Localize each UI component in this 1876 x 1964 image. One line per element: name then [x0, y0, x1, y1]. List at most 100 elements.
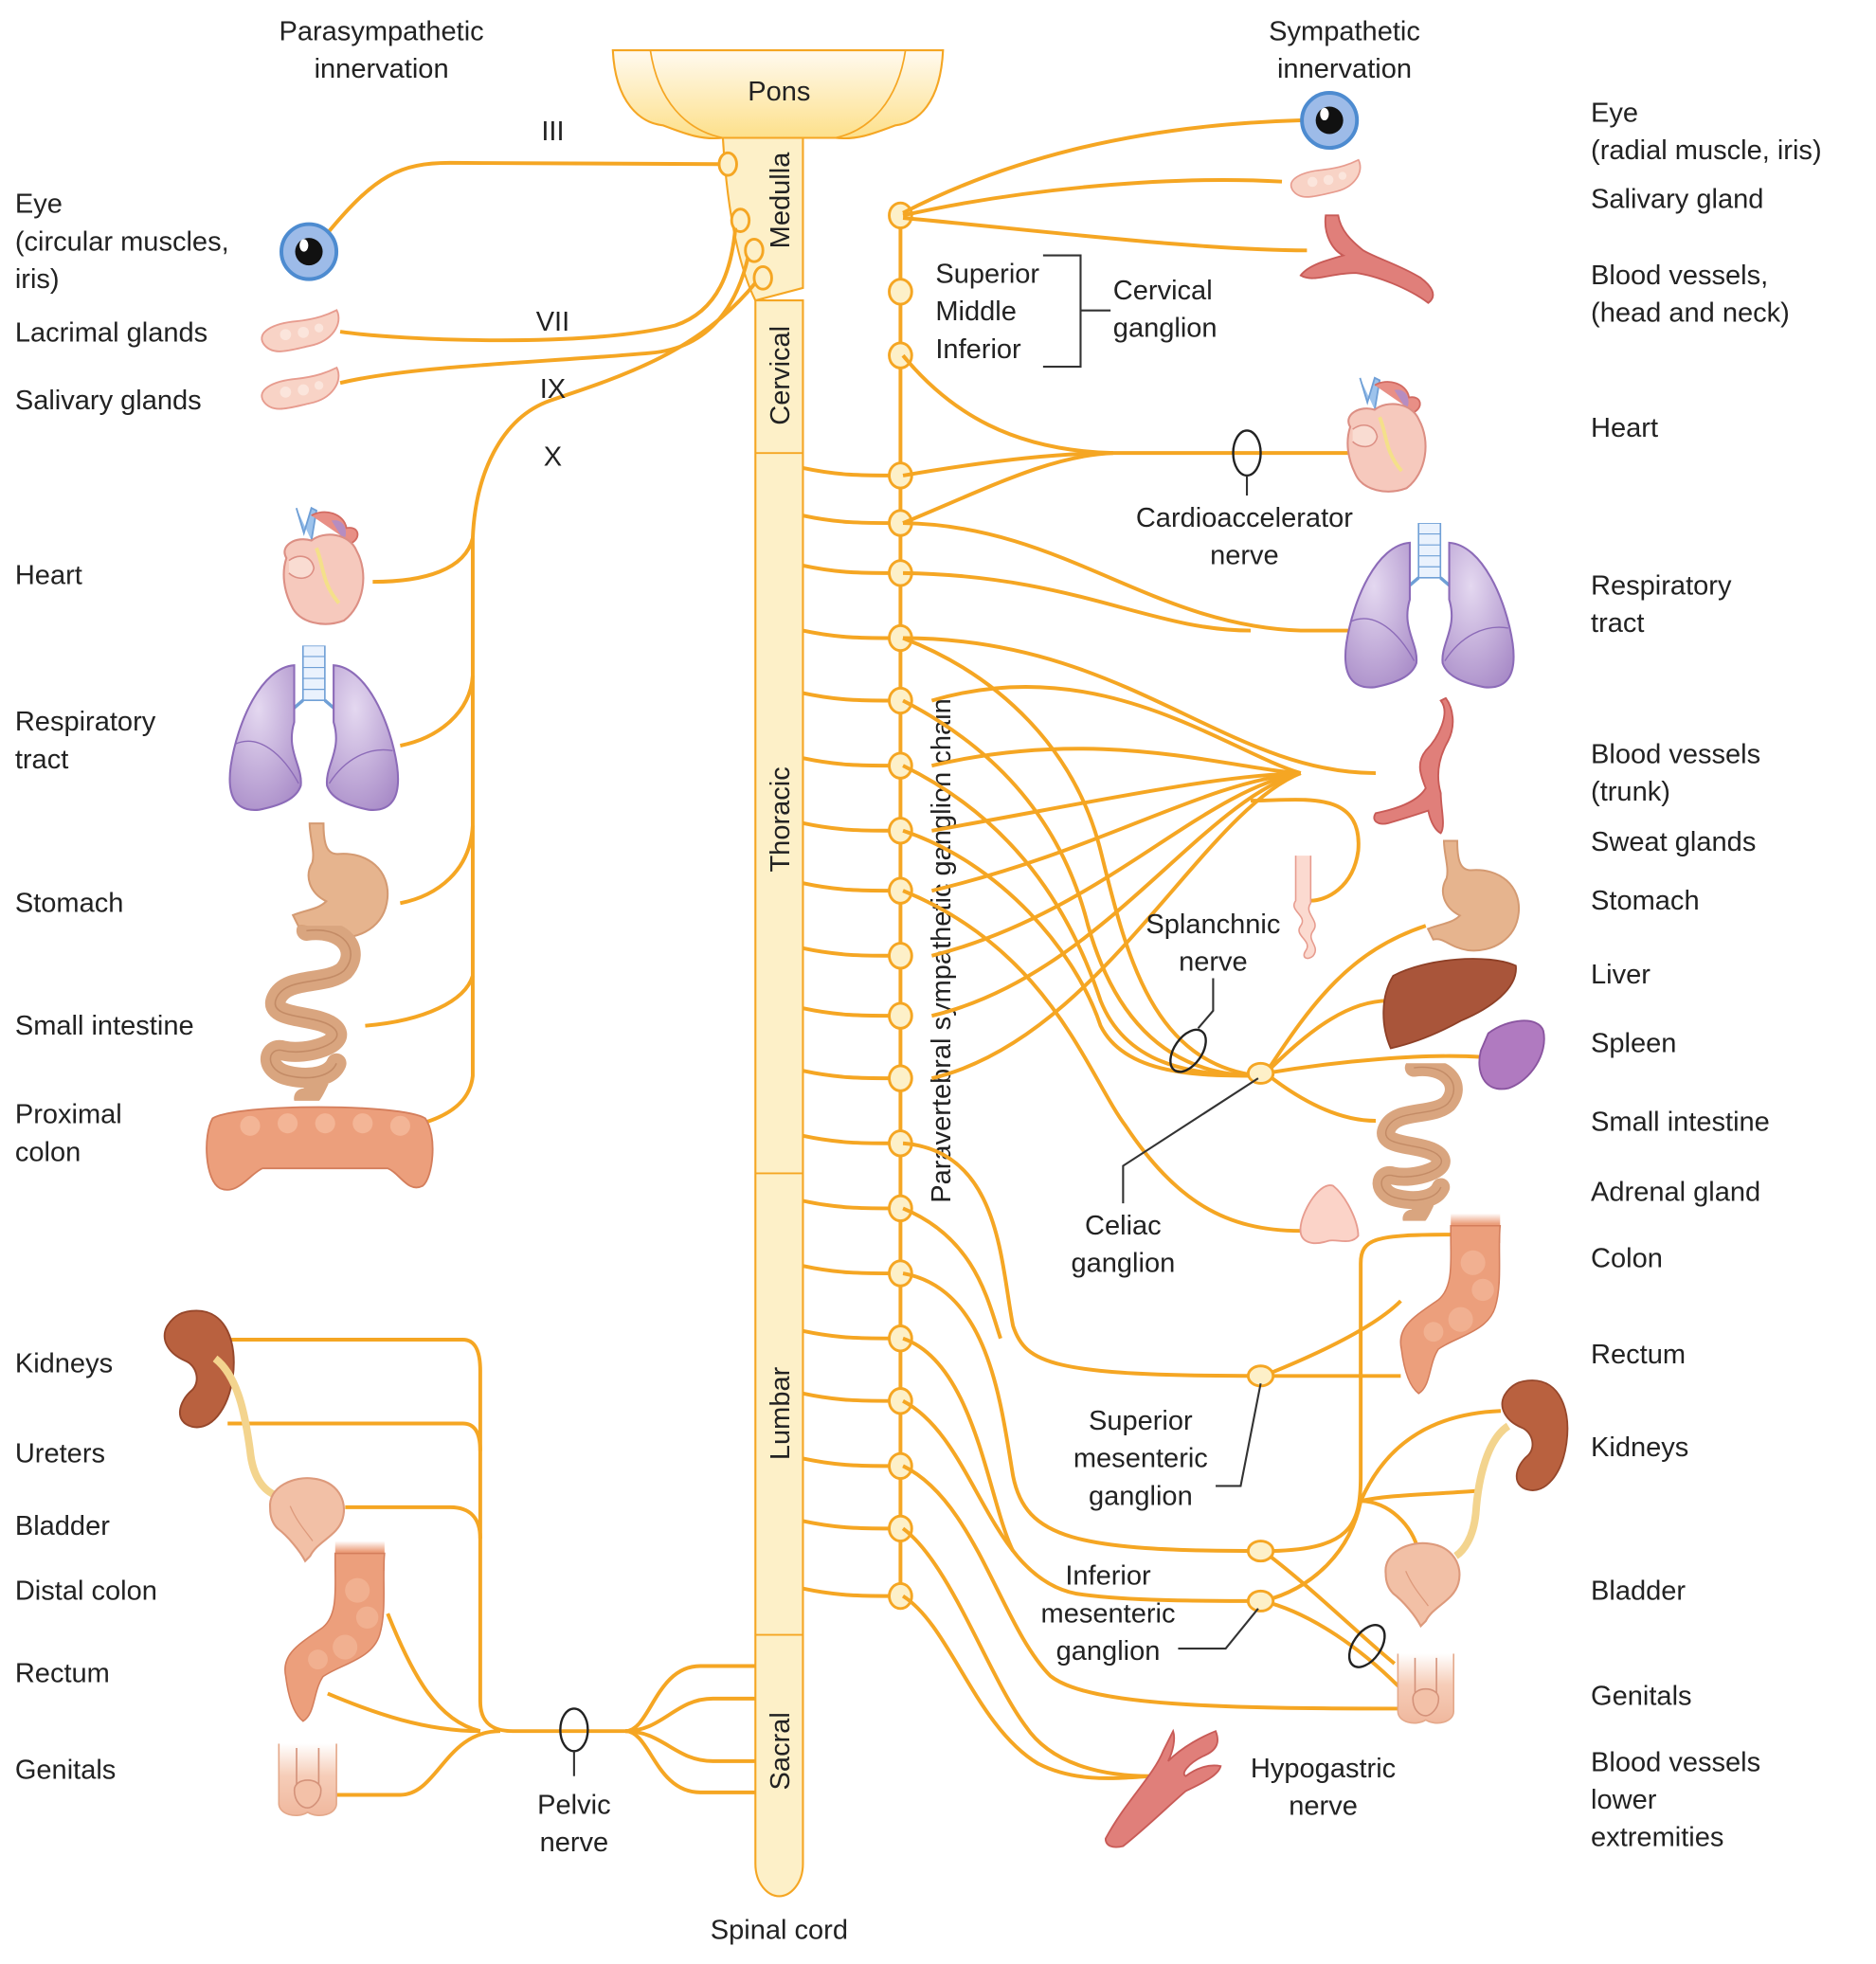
blood-vessel-head-neck-icon — [1299, 214, 1434, 304]
chain-ganglion — [888, 751, 913, 780]
ramus — [803, 1391, 891, 1403]
para-label-genitals: Genitals — [15, 1755, 117, 1785]
ramus — [803, 1456, 891, 1468]
stomach-icon — [292, 821, 389, 939]
chain-ganglion — [888, 1001, 913, 1030]
symp-label-kidneys: Kidneys — [1591, 1432, 1688, 1463]
ramus — [803, 1328, 891, 1341]
ramus — [803, 1264, 891, 1276]
cranial-nuclei — [717, 151, 773, 291]
symp-label-genitals: Genitals — [1591, 1681, 1691, 1711]
chain-ganglion — [888, 1259, 913, 1288]
chain-ganglion — [888, 817, 913, 845]
symp-label-rectum: Rectum — [1591, 1340, 1686, 1370]
symp-label-spleen: Spleen — [1591, 1028, 1676, 1058]
colon-icon-sympathetic — [1399, 1213, 1502, 1395]
genitals-icon-sympathetic — [1397, 1653, 1455, 1724]
spinal-cord: Cervical Thoracic Lumbar Sacral Spinal c… — [711, 299, 848, 1945]
chain-ganglion — [888, 686, 913, 715]
ramus — [803, 881, 891, 893]
ramus — [803, 1069, 891, 1081]
chain-ganglion — [888, 942, 913, 970]
distal-colon-icon — [283, 1541, 386, 1722]
parasympathetic-nerves — [227, 160, 757, 1797]
ramus — [803, 1133, 891, 1145]
chain-ganglion — [888, 1387, 913, 1415]
cranial-nerve-X: X — [544, 441, 562, 472]
symp-label-bladder: Bladder — [1591, 1577, 1686, 1607]
small-intestine-icon-sympathetic — [1381, 1067, 1453, 1218]
ramus — [803, 564, 891, 575]
kidney-icon-sympathetic — [1501, 1379, 1569, 1491]
inferior-mesenteric-ganglion-upper — [1246, 1540, 1275, 1563]
blood-vessel-trunk-icon — [1373, 696, 1454, 835]
inferior-mesenteric-ganglion — [1246, 1589, 1275, 1613]
symp-label-vessels-trunk: Blood vessels(trunk) — [1591, 740, 1760, 808]
heart-icon — [284, 508, 364, 623]
pons-label: Pons — [748, 77, 810, 107]
chain-ganglion — [888, 278, 913, 306]
ramus — [803, 514, 891, 526]
ramus — [803, 1586, 891, 1598]
chain-ganglia — [888, 201, 913, 1611]
segment-lumbar: Lumbar — [766, 1366, 796, 1460]
symp-label-small-intestine: Small intestine — [1591, 1108, 1770, 1138]
lungs-icon — [230, 645, 399, 809]
prevertebral-ganglia — [1246, 1061, 1275, 1613]
spleen-icon — [1478, 1019, 1545, 1090]
sympathetic-organs — [1104, 91, 1569, 1848]
hypogastric-nerve-marker — [1347, 1624, 1386, 1668]
spinal-cord-label: Spinal cord — [711, 1915, 848, 1945]
para-label-rectum: Rectum — [15, 1659, 110, 1689]
salivary-gland-icon — [261, 367, 340, 410]
symp-label-liver: Liver — [1591, 960, 1651, 990]
symp-label-colon: Colon — [1591, 1243, 1663, 1273]
ramus — [803, 628, 891, 640]
symp-label-heart: Heart — [1591, 413, 1658, 443]
segment-thoracic: Thoracic — [766, 766, 796, 872]
genitals-icon — [278, 1743, 337, 1817]
chain-ganglion — [888, 1581, 913, 1611]
eye-icon — [280, 222, 339, 281]
cranial-nerve-VII: VII — [536, 307, 570, 337]
eye-icon-sympathetic — [1300, 91, 1360, 151]
lacrimal-gland-icon — [261, 309, 340, 352]
ureter-icon — [212, 1355, 280, 1500]
symp-label-eye: Eye(radial muscle, iris) — [1591, 98, 1822, 166]
para-label-stomach: Stomach — [15, 889, 124, 919]
sweat-gland-icon — [1293, 856, 1317, 960]
ramus — [803, 466, 891, 477]
sympathetic-target-labels: Eye(radial muscle, iris) Salivary gland … — [1591, 98, 1822, 1852]
chain-ganglion — [888, 1514, 913, 1542]
chain-ganglion — [888, 1194, 913, 1223]
para-label-small-intestine: Small intestine — [15, 1011, 194, 1041]
para-label-eye: Eye(circular muscles,iris) — [15, 189, 229, 295]
ramus — [803, 1198, 891, 1211]
symp-label-sweat: Sweat glands — [1591, 827, 1756, 857]
symp-label-stomach: Stomach — [1591, 886, 1700, 916]
ureter-icon-sympathetic — [1453, 1422, 1511, 1559]
parasympathetic-organs — [163, 222, 434, 1817]
ramus — [803, 1006, 891, 1018]
ramus — [803, 691, 891, 703]
proximal-colon-icon — [206, 1106, 434, 1191]
symp-label-salivary: Salivary gland — [1591, 184, 1763, 214]
stomach-icon-sympathetic — [1426, 839, 1521, 952]
para-label-kidneys: Kidneys — [15, 1348, 113, 1378]
splanchnic-nerve-marker — [1169, 1028, 1207, 1073]
segment-cervical: Cervical — [766, 326, 796, 425]
symp-label-adrenal: Adrenal gland — [1591, 1178, 1760, 1208]
salivary-gland-icon-sympathetic — [1290, 158, 1362, 198]
